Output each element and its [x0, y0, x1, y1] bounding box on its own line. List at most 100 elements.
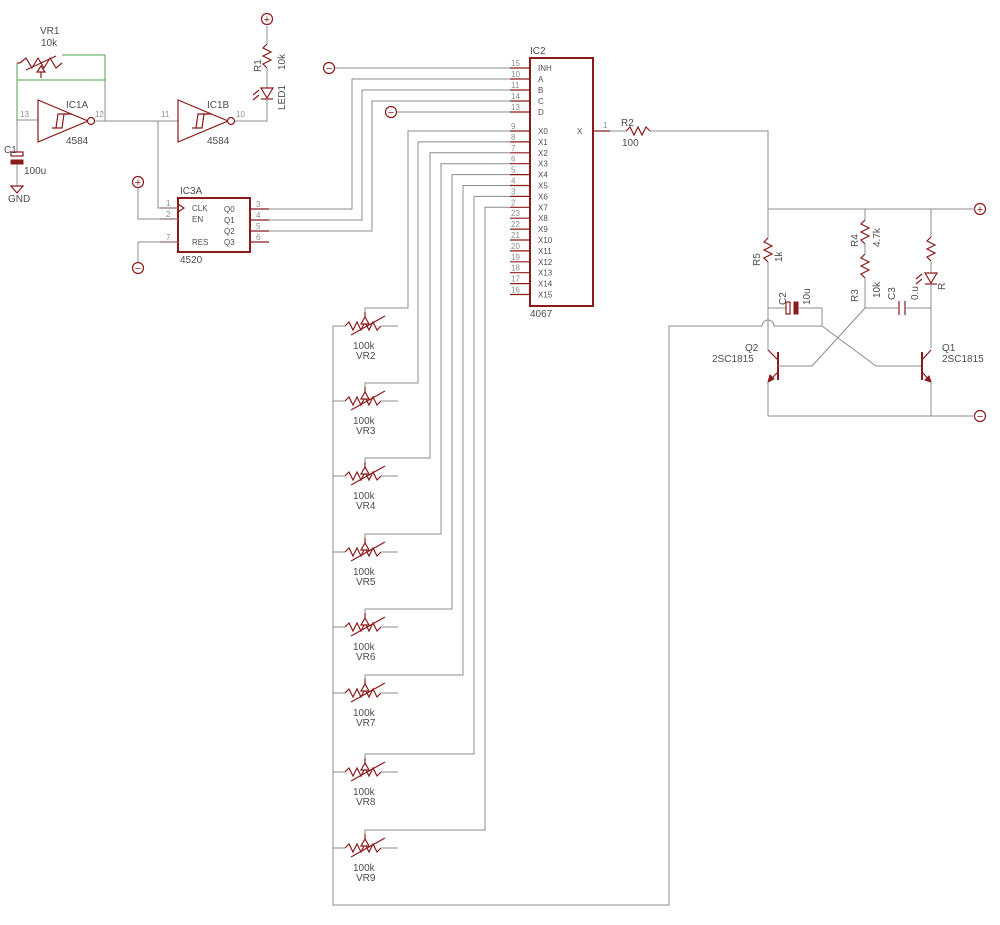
pot-name: VR2 [356, 351, 376, 362]
pot-wiper-wire [364, 141, 510, 387]
pot-value: 100k [353, 787, 376, 798]
pot-adjust-arrow [350, 465, 386, 486]
c2-value: 10u [802, 288, 813, 305]
supply-minus-d: − [384, 105, 398, 119]
r3-value: 10k [872, 281, 883, 298]
svg-text:−: − [326, 63, 332, 75]
pot-wiper [359, 315, 371, 325]
pot-value: 100k [353, 708, 376, 719]
pot-wiper [359, 616, 371, 626]
ic2-pin-num: 3 [511, 187, 516, 196]
r4-name: R4 [850, 234, 861, 247]
svg-text:+: + [264, 14, 270, 26]
ic3a-pin-num: 7 [166, 233, 171, 242]
pot-wiper-wire [364, 163, 510, 538]
ic2-pin-num: 18 [511, 264, 520, 273]
pot-wiper [359, 390, 371, 400]
ic2-pin-num: 20 [511, 242, 520, 251]
r2-output-wire [650, 130, 975, 210]
pot-adjust-arrow [350, 315, 386, 336]
ic2-pin-num: 17 [511, 275, 520, 284]
pot-wiper [359, 837, 371, 847]
pot-wiper-wire [364, 195, 510, 758]
ic2-pin-label: D [538, 108, 544, 117]
pot-element [344, 687, 382, 699]
pot-wiper-wire [364, 152, 510, 462]
ic2-pin-num: 23 [511, 209, 520, 218]
supply-plus-ic3a: + [131, 175, 145, 189]
ic1b-value: 4584 [207, 136, 230, 147]
supply-minus-right: − [973, 409, 987, 423]
pot-name: VR8 [356, 797, 376, 808]
ic2-pin-label: X12 [538, 258, 553, 267]
ic2-pin-num: 14 [511, 92, 520, 101]
ic2-pin-label: B [538, 86, 543, 95]
pot-value: 100k [353, 491, 376, 502]
pot-adjust-arrow [350, 616, 386, 637]
pot-value: 100k [353, 341, 376, 352]
ic2-pin-num: 11 [511, 81, 520, 90]
ic2-pin-num: 9 [511, 122, 516, 131]
svg-text:+: + [135, 177, 141, 189]
c1-value: 100u [24, 166, 46, 177]
ic3a-pin-label: Q0 [224, 205, 235, 214]
pot-name: VR6 [356, 652, 376, 663]
pot-value: 100k [353, 567, 376, 578]
ic3a-pin-label: Q3 [224, 238, 235, 247]
pot-element [344, 395, 382, 407]
ic3a-pin-num: 5 [256, 222, 261, 231]
pot-name: VR4 [356, 501, 376, 512]
r3-resistor: R3 10k [850, 253, 883, 308]
pot-element [344, 766, 382, 778]
cross-coupling-a [821, 325, 922, 367]
led-r-name: R [937, 283, 948, 290]
gnd-label: GND [8, 194, 30, 205]
ic1a-pin-out: 12 [95, 110, 104, 119]
pot-wiper [359, 541, 371, 551]
pot-value: 100k [353, 863, 376, 874]
ic2-pin-num: 4 [511, 177, 516, 186]
ic2-pin-num: 7 [511, 144, 516, 153]
svg-text:−: − [135, 263, 141, 275]
ic3a-pin-label: Q1 [224, 216, 235, 225]
ic2-pin-label: INH [538, 64, 552, 73]
ic2-pin-label: X14 [538, 280, 553, 289]
ic2-pin-num: 15 [511, 59, 520, 68]
pot-name: VR9 [356, 873, 376, 884]
vr1-trimmer: VR1 10k [16, 26, 106, 120]
ic2-pin-label: X13 [538, 269, 553, 278]
pot-value: 100k [353, 642, 376, 653]
r5-name: R5 [752, 253, 763, 266]
ic2-pin-num: 19 [511, 253, 520, 262]
address-wiring [269, 67, 510, 232]
r5-resistor: R5 1k [752, 209, 785, 308]
potentiometer-bank: 100kVR2100kVR3100kVR4100kVR5100kVR6100kV… [333, 312, 398, 884]
c1-capacitor: C1 100u GND [4, 120, 46, 205]
supply-minus-ic3a: − [131, 261, 145, 275]
r4-resistor: R4 4.7k [850, 209, 883, 254]
ic2-pin-num: 6 [511, 155, 516, 164]
pot-element [344, 621, 382, 633]
ic2-pin-num: 21 [511, 231, 520, 240]
ic2-pin-label: X6 [538, 192, 548, 201]
c3-capacitor: C3 0.u [865, 286, 931, 315]
led1-name: LED1 [277, 85, 288, 110]
ic3a-pin-label: CLK [192, 204, 208, 213]
pot-wiper [359, 761, 371, 771]
pot-wiper-wire [364, 174, 510, 613]
pot-value: 100k [353, 416, 376, 427]
ic2-pin-label: X0 [538, 127, 548, 136]
ic2-pin-num: 5 [511, 166, 516, 175]
ic3a-pin-num: 1 [166, 199, 171, 208]
led-r-branch: R [915, 209, 948, 348]
ic3a-pin-label: EN [192, 215, 203, 224]
pot-adjust-arrow [350, 761, 386, 782]
ic2-pin-label: X4 [538, 171, 548, 180]
q2-value: 2SC1815 [712, 354, 754, 365]
pot-wiper-wire [364, 206, 510, 834]
